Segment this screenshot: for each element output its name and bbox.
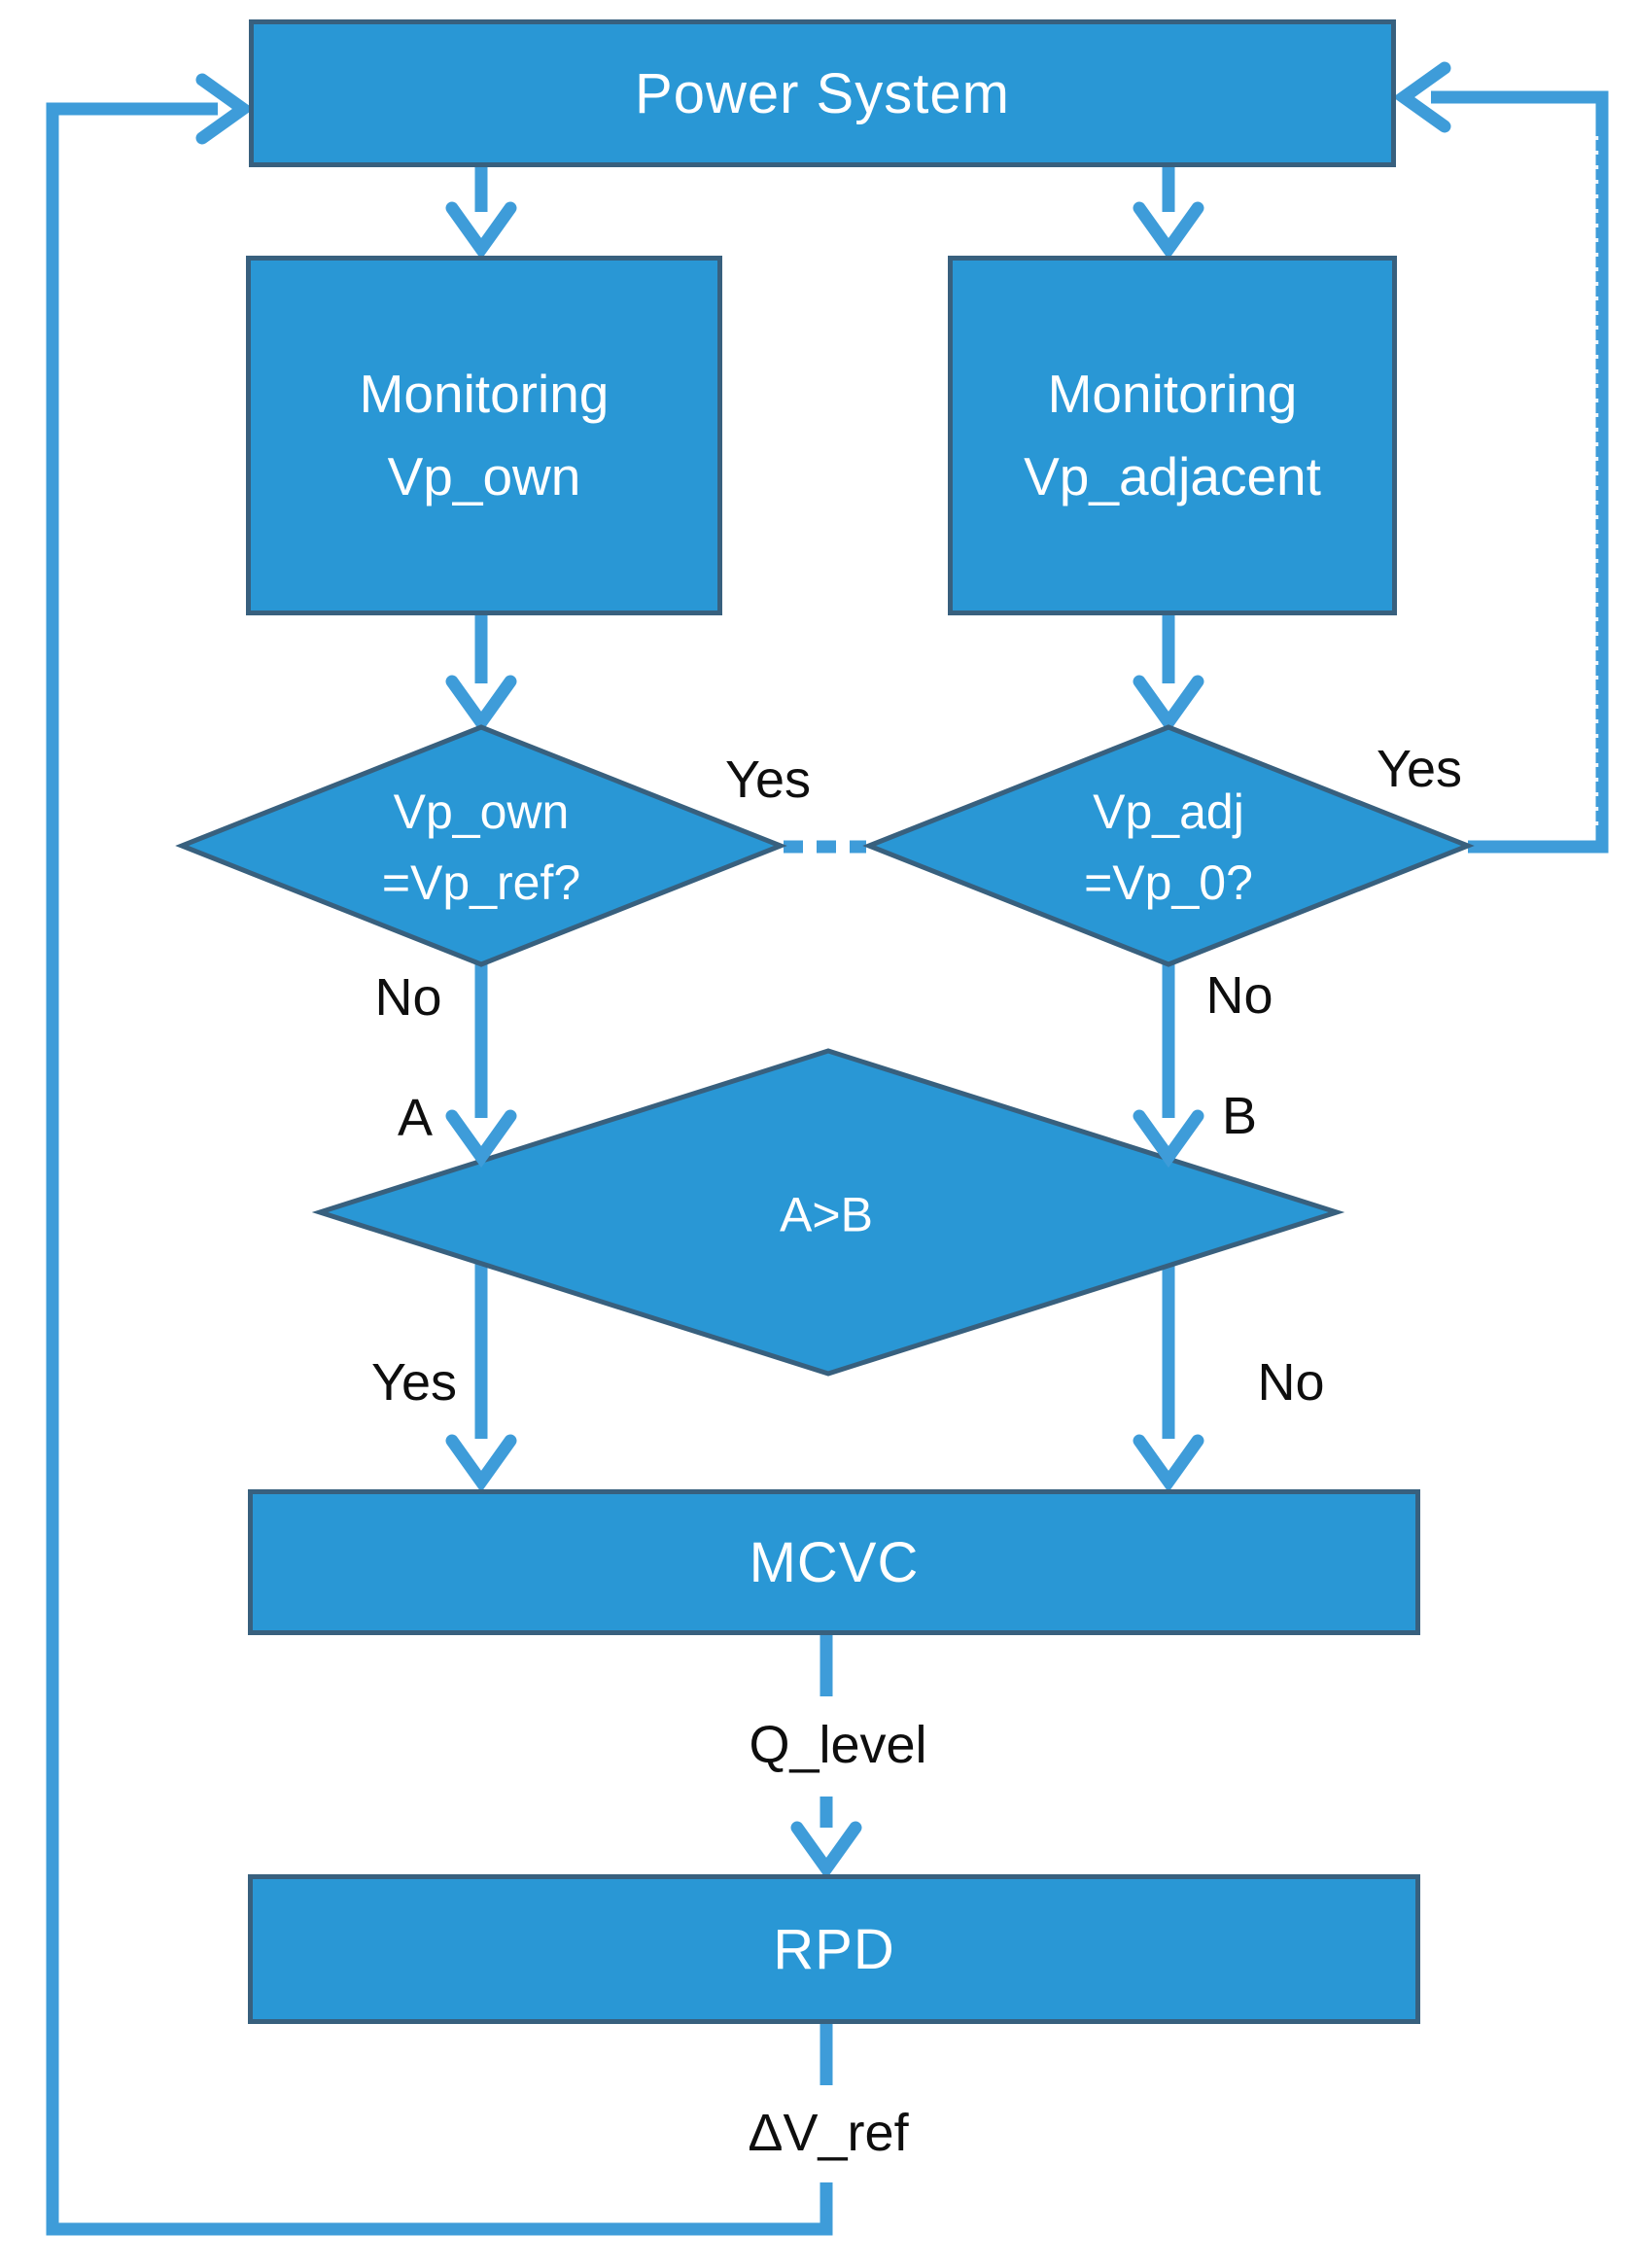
rpd-label: RPD	[773, 1917, 895, 1981]
arrowhead-rpd-icon	[790, 1821, 862, 1880]
power-system-label: Power System	[635, 61, 1010, 125]
node-mcvc: MCVC	[248, 1489, 1420, 1635]
decision-own-label: Vp_own =Vp_ref?	[382, 777, 580, 919]
decision-adjacent-line2: =Vp_0?	[1084, 855, 1253, 910]
decision-adjacent-label: Vp_adj =Vp_0?	[1084, 777, 1253, 919]
monitoring-adjacent-line2: Vp_adjacent	[1024, 446, 1321, 506]
edge-label-yes-adjacent: Yes	[1376, 740, 1463, 798]
arrowhead-decision-adjacent-icon	[1133, 675, 1204, 734]
arrowhead-mcvc-right-icon	[1133, 1434, 1204, 1493]
node-power-system: Power System	[249, 19, 1396, 167]
monitoring-own-line2: Vp_own	[387, 446, 581, 506]
monitoring-adjacent-line1: Monitoring	[1047, 363, 1298, 424]
node-monitoring-adjacent: Monitoring Vp_adjacent	[948, 256, 1397, 615]
arrowhead-power-left-icon	[195, 73, 255, 145]
arrowhead-monitoring-own-icon	[445, 201, 517, 261]
arrowhead-compare-a-icon	[445, 1109, 517, 1169]
edge-label-q-level: Q_level	[749, 1716, 927, 1774]
edge-yes-right-loop	[1431, 90, 1609, 854]
node-decision-own	[175, 724, 787, 967]
edge-label-no-adjacent: No	[1205, 966, 1273, 1025]
monitoring-own-line1: Monitoring	[359, 363, 610, 424]
edge-label-a: A	[397, 1089, 434, 1147]
decision-adjacent-line1: Vp_adj	[1093, 785, 1244, 839]
decision-compare-label: A>B	[780, 1187, 873, 1242]
node-monitoring-own: Monitoring Vp_own	[246, 256, 722, 615]
edge-label-b: B	[1221, 1087, 1258, 1145]
arrowhead-power-right-icon	[1392, 61, 1451, 133]
arrowhead-mcvc-left-icon	[445, 1434, 517, 1493]
edge-label-no-own: No	[374, 968, 442, 1027]
decision-own-line1: Vp_own	[393, 785, 570, 839]
arrowhead-decision-own-icon	[445, 675, 517, 734]
node-decision-adjacent	[862, 724, 1475, 967]
node-rpd: RPD	[248, 1874, 1420, 2024]
edge-label-yes-own: Yes	[724, 750, 812, 809]
mcvc-label: MCVC	[749, 1530, 920, 1594]
decision-own-line2: =Vp_ref?	[381, 855, 581, 910]
edge-label-no-compare: No	[1257, 1353, 1325, 1412]
arrowhead-compare-b-icon	[1133, 1109, 1204, 1169]
edge-feedback-left-loop	[46, 102, 833, 2236]
edge-label-delta-v-ref: ΔV_ref	[748, 2104, 909, 2162]
edge-label-yes-compare: Yes	[370, 1353, 458, 1412]
arrowhead-monitoring-adjacent-icon	[1133, 201, 1204, 261]
